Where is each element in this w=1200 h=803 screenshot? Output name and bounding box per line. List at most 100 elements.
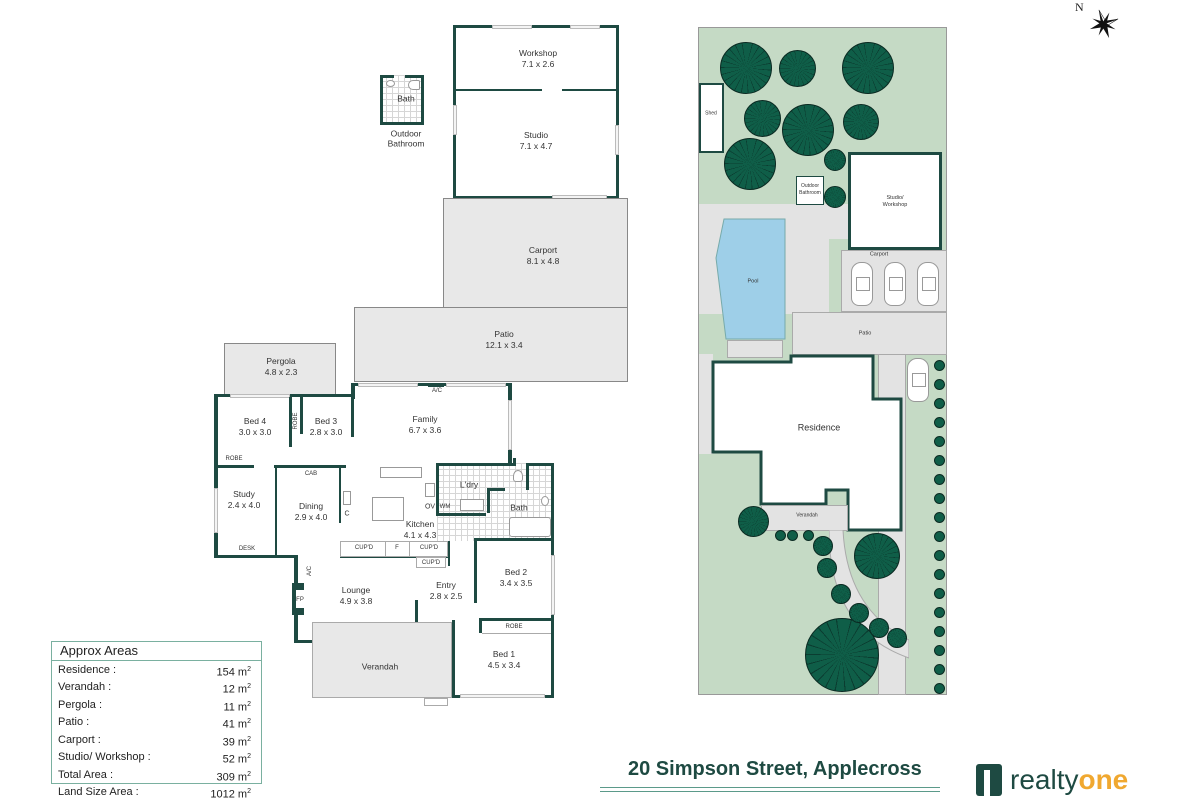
brand-realty: realty: [1010, 764, 1079, 795]
pergola-label: Pergola 4.8 x 2.3: [264, 356, 298, 377]
tree-icon: [831, 584, 851, 604]
studio-workshop-site: [848, 152, 942, 250]
desk-label: DESK: [238, 546, 256, 552]
verandah-label: Verandah: [361, 661, 399, 672]
kitchen-island: [372, 497, 404, 521]
tree-icon: [842, 42, 894, 94]
tree-icon: [824, 149, 846, 171]
studio-workshop-site-label: Studio/ Workshop: [882, 195, 908, 208]
residence-label: Residence: [797, 422, 841, 433]
fireplace-label: FP: [296, 597, 304, 603]
tree-icon: [813, 536, 833, 556]
areas-row-patio: Patio :41 m2: [58, 716, 251, 732]
cooktop-icon: [343, 491, 351, 505]
outdoor-bathroom-caption-2: Bathroom: [387, 138, 425, 149]
compass-rose-icon: [1089, 9, 1119, 39]
patio-label: Patio 12.1 x 3.4: [485, 329, 523, 350]
areas-row-total: Total Area :309 m2: [58, 768, 251, 784]
outdoor-bathroom-caption-1: Outdoor: [390, 128, 422, 139]
workshop-label: Workshop 7.1 x 2.6: [518, 48, 558, 69]
tree-icon: [744, 100, 781, 137]
areas-row-carport: Carport :39 m2: [58, 733, 251, 749]
car-icon: [907, 358, 929, 402]
toilet-icon: [513, 470, 523, 482]
carport-area: [443, 198, 628, 308]
laundry-tub-icon: [460, 499, 484, 511]
car-icon: [851, 262, 873, 306]
tree-icon: [824, 186, 846, 208]
site-plan: Pool Shed Outdoor Bathroom Studio/ Works…: [698, 27, 947, 695]
tree-icon: [849, 603, 869, 623]
tree-icon: [869, 618, 889, 638]
outdoor-bath-label: Bath: [397, 93, 415, 104]
residence-footprint: [711, 354, 903, 532]
areas-row-studio-workshop: Studio/ Workshop :52 m2: [58, 751, 251, 766]
robe-bed1-label: ROBE: [505, 624, 523, 630]
ac-lounge-label: A/C: [307, 565, 313, 577]
areas-title: Approx Areas: [52, 642, 261, 661]
laundry-label: L'dry: [459, 479, 479, 490]
cupboard-3-label: CUP'D: [421, 560, 441, 566]
verandah-site-label: Verandah: [796, 512, 818, 519]
patio-site-label: Patio: [858, 330, 872, 337]
cupboard-1-label: CUP'D: [354, 545, 374, 551]
cupboard-2-label: CUP'D: [419, 545, 439, 551]
tree-icon: [720, 42, 772, 94]
kitchen-sink-icon: [380, 467, 422, 478]
compass-north-label: N: [1075, 0, 1084, 14]
tree-icon: [782, 104, 834, 156]
car-icon: [884, 262, 906, 306]
shed-label: Shed: [705, 110, 717, 117]
c-label: C: [344, 510, 350, 518]
areas-row-pergola: Pergola :11 m2: [58, 698, 251, 714]
robe-bed4-label: ROBE: [225, 456, 243, 462]
tree-icon: [738, 506, 769, 537]
tree-icon: [817, 558, 837, 578]
shed: [699, 83, 724, 153]
address-underline: [600, 787, 940, 792]
realtyone-logo: realty one: [976, 763, 1128, 797]
cooktop-icon: [425, 483, 435, 497]
carport-label: Carport 8.1 x 4.8: [526, 245, 560, 266]
tree-icon: [724, 138, 776, 190]
studio-label: Studio 7.1 x 4.7: [519, 130, 553, 151]
outdoor-bathroom-site: [796, 176, 824, 205]
fridge-label: F: [395, 545, 399, 551]
robe-bed3-label: ROBE: [293, 412, 299, 430]
bath-label: Bath: [510, 502, 528, 513]
tree-icon: [779, 50, 816, 87]
bathtub-icon: [509, 517, 551, 537]
cab-label: CAB: [304, 471, 318, 477]
tree-icon: [854, 533, 900, 579]
toilet-icon: [408, 80, 420, 90]
tree-icon: [805, 618, 879, 692]
tree-icon: [887, 628, 907, 648]
studio-workshop-building: [453, 25, 619, 199]
approx-areas-table: Approx Areas Residence :154 m2 Verandah …: [51, 641, 262, 801]
hedge-row: [933, 354, 947, 695]
areas-row-verandah: Verandah :12 m2: [58, 681, 251, 697]
tree-icon: [843, 104, 879, 140]
pool-label: Pool: [747, 278, 759, 285]
brand-one: one: [1078, 764, 1129, 795]
property-address: 20 Simpson Street, Applecross: [628, 758, 922, 780]
areas-row-residence: Residence :154 m2: [58, 664, 251, 679]
basin-icon: [541, 496, 549, 506]
realtyone-mark-icon: [976, 764, 1002, 796]
patio-area: [354, 307, 628, 382]
oven-label: OV: [424, 503, 436, 511]
ac-family-label: A/C: [431, 388, 443, 394]
outdoor-bathroom-site-label: Outdoor Bathroom: [799, 183, 821, 196]
pool: [715, 218, 786, 340]
car-icon: [917, 262, 939, 306]
verandah-area: [312, 622, 452, 698]
